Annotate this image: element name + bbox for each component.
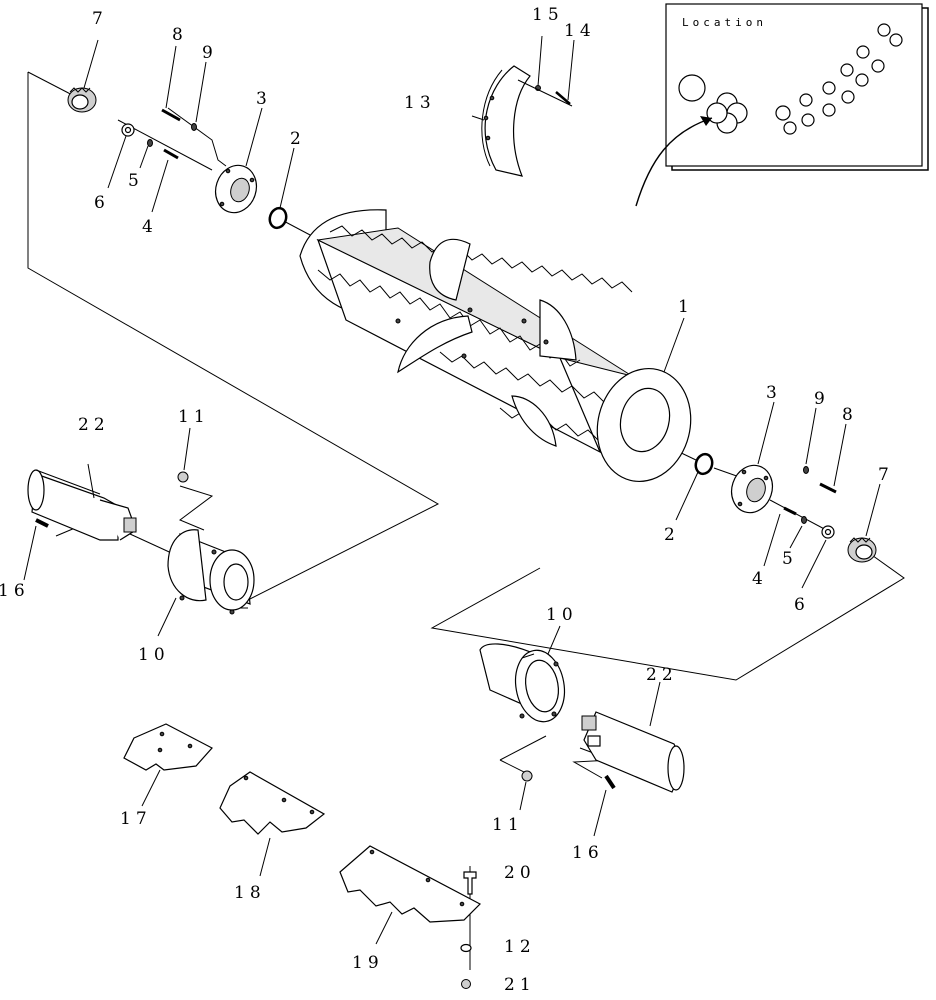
callout-15: 15 (532, 5, 564, 25)
shield-bolt (555, 91, 571, 105)
auger-serrated-edge-mid (317, 269, 581, 367)
callout-16-right: 16 (572, 843, 604, 863)
right-hydraulic-motor (583, 711, 685, 793)
callout-4-left: 4 (142, 217, 158, 237)
plate-bolt (463, 871, 477, 895)
right-seal-ring (694, 452, 714, 476)
location-pointer-arrow (635, 117, 713, 207)
callout-22-right: 22 (646, 665, 678, 685)
callout-21: 21 (504, 975, 536, 995)
callout-11-left: 11 (178, 407, 210, 427)
left-lockwasher-9 (191, 123, 197, 131)
right-lockwasher (801, 516, 807, 524)
left-lockwasher (147, 139, 153, 147)
callout-leaders (23, 39, 881, 945)
left-bolt (163, 148, 179, 160)
plate-washer (460, 943, 472, 953)
right-locknut (521, 770, 533, 782)
callout-16-left: 16 (0, 581, 30, 601)
left-mount-flange (167, 529, 207, 602)
left-motor-shaft (123, 517, 137, 533)
right-hub-group (694, 452, 877, 563)
callout-20: 20 (504, 863, 536, 883)
auger-flight-left (397, 315, 473, 374)
left-seal-ring (268, 206, 288, 230)
callout-22-left: 22 (78, 415, 110, 435)
callout-1: 1 (678, 297, 694, 317)
left-hub-group (67, 87, 288, 230)
plate-18 (219, 771, 326, 835)
left-capscrew (161, 108, 181, 122)
callout-5-left: 5 (128, 171, 144, 191)
right-lockwasher-9 (803, 466, 809, 474)
assembly-lines (27, 71, 905, 970)
location-inset-title: Location (682, 16, 767, 29)
plate-19 (339, 845, 481, 923)
auger-right-bore (619, 387, 671, 453)
callout-7-right: 7 (878, 465, 894, 485)
shield-plate (484, 65, 531, 177)
callout-10-right: 10 (546, 605, 578, 625)
right-drive-group (479, 643, 685, 793)
right-motor-shaft (581, 715, 597, 731)
callout-9-left: 9 (202, 43, 218, 63)
callout-numbers: 7 8 9 3 2 6 5 4 15 14 13 1 3 9 8 7 2 4 5… (0, 5, 894, 995)
location-arrow-head (700, 116, 712, 126)
callout-6-left: 6 (94, 193, 110, 213)
right-motor-bolt (604, 774, 616, 790)
callout-3-right: 3 (766, 383, 782, 403)
callout-11-right: 11 (492, 815, 524, 835)
wear-plates (123, 723, 481, 989)
callout-7-left: 7 (92, 9, 108, 29)
left-motor-bolt (35, 518, 49, 528)
callout-3-left: 3 (256, 89, 272, 109)
callout-6-right: 6 (794, 595, 810, 615)
shield-segment (471, 35, 575, 177)
plate-nut (461, 979, 471, 989)
right-bolt (783, 506, 797, 516)
plate-17 (123, 723, 213, 771)
callout-4-right: 4 (752, 569, 768, 589)
callout-8-left: 8 (172, 25, 188, 45)
callout-2-left: 2 (290, 129, 306, 149)
callout-5-right: 5 (782, 549, 798, 569)
left-locknut (177, 471, 189, 483)
callout-9-right: 9 (814, 389, 830, 409)
callout-8-right: 8 (842, 405, 858, 425)
location-map-circles (678, 23, 903, 135)
auger-tube (299, 209, 692, 483)
callout-2-right: 2 (664, 525, 680, 545)
auger-serrated-edge-top (329, 225, 633, 293)
callout-12: 12 (504, 937, 536, 957)
auger-serrated-edge-low (439, 351, 607, 405)
callout-10-left: 10 (138, 645, 170, 665)
location-inset: Location (635, 3, 929, 207)
callout-13: 13 (404, 93, 436, 113)
auger-flight-upper (429, 238, 471, 301)
callout-14: 14 (564, 21, 596, 41)
left-drive-group (27, 469, 255, 615)
right-capscrew (819, 482, 837, 494)
callout-19: 19 (352, 953, 384, 973)
auger-flight-right (539, 299, 577, 361)
auger-flight-lower (511, 395, 557, 447)
callout-17: 17 (120, 809, 152, 829)
callout-18: 18 (234, 883, 266, 903)
left-hydraulic-motor (31, 473, 119, 541)
